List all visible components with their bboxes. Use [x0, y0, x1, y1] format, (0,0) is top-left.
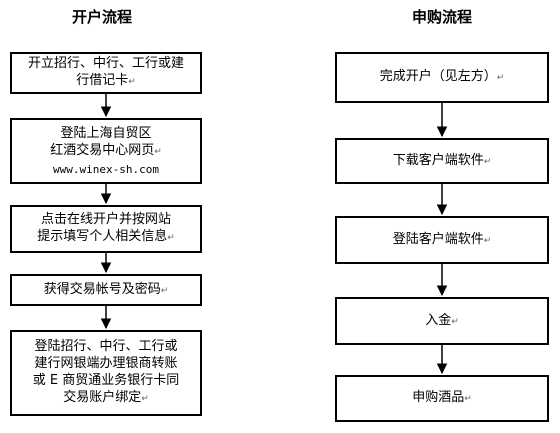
step-text: 登陆客户端软件: [392, 231, 484, 247]
step-text: 建行网银端办理银商转账: [34, 356, 178, 371]
right-step-2: 下载客户端软件↵: [335, 138, 549, 184]
right-step-4: 入金↵: [335, 297, 549, 345]
paragraph-mark: ↵: [483, 235, 492, 246]
paragraph-mark: ↵: [451, 316, 459, 327]
left-step-5: 登陆招行、中行、工行或 建行网银端办理银商转账 或 E 商贸通业务银行卡同 交易…: [10, 330, 202, 416]
step-text: 下载客户端软件: [392, 152, 484, 168]
step-text: 获得交易帐号及密码: [43, 281, 161, 297]
paragraph-mark: ↵: [154, 146, 162, 157]
paragraph-mark: ↵: [483, 156, 492, 167]
paragraph-mark: ↵: [128, 77, 136, 87]
paragraph-mark: ↵: [496, 73, 505, 83]
right-step-1: 完成开户（见左方）↵: [335, 52, 549, 103]
paragraph-mark: ↵: [141, 394, 149, 404]
left-step-1: 开立招行、中行、工行或建 行借记卡↵: [10, 52, 202, 94]
step-text: 登陆招行、中行、工行或: [34, 339, 178, 354]
paragraph-mark: ↵: [464, 394, 472, 404]
paragraph-mark: ↵: [160, 285, 169, 296]
right-step-5: 申购酒品↵: [335, 375, 549, 422]
step-text: 或 E 商贸通业务银行卡同: [32, 373, 180, 388]
left-step-3: 点击在线开户并按网站 提示填写个人相关信息↵: [10, 205, 202, 253]
right-step-3: 登陆客户端软件↵: [335, 216, 549, 264]
step-text: 开立招行、中行、工行或建: [27, 56, 184, 71]
step-text: 提示填写个人相关信息: [37, 229, 168, 244]
step-text: 登陆上海自贸区: [60, 125, 152, 141]
website-url: www.winex-sh.com: [53, 162, 159, 176]
step-text: 点击在线开户并按网站: [40, 212, 171, 227]
step-text: 红酒交易中心网页: [50, 142, 155, 158]
step-text: 完成开户（见左方）: [379, 69, 497, 84]
step-text: 交易账户绑定: [63, 390, 142, 405]
step-text: 行借记卡: [76, 73, 129, 88]
right-flow-title: 申购流程: [412, 8, 473, 26]
step-text: 申购酒品: [412, 390, 465, 405]
step-text: 入金: [425, 312, 452, 328]
paragraph-mark: ↵: [167, 233, 175, 243]
left-step-2: 登陆上海自贸区 红酒交易中心网页↵ www.winex-sh.com: [10, 118, 202, 184]
left-step-4: 获得交易帐号及密码↵: [10, 274, 202, 306]
left-flow-title: 开户流程: [72, 8, 133, 26]
